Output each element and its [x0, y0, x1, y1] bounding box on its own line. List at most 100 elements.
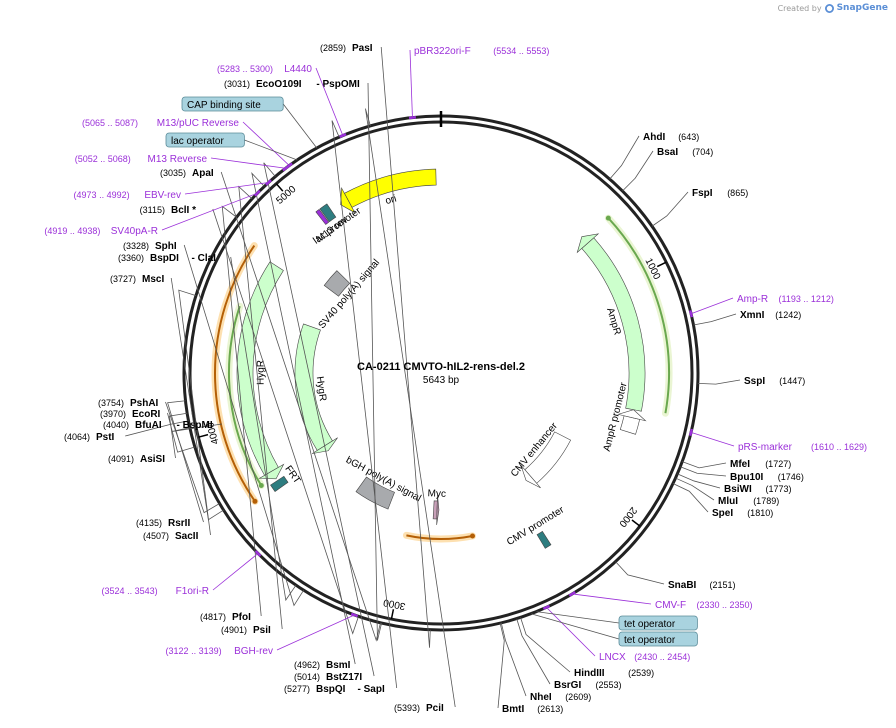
enzyme-sacii: SacII: [175, 531, 199, 542]
leader-line: [263, 162, 375, 677]
boxed-label-lac-operator: lac operator: [171, 136, 224, 147]
enzyme-spei: SpeI: [712, 508, 733, 519]
enzyme-pos-fspi: (865): [727, 188, 748, 198]
primer-leader: [276, 614, 355, 651]
primer-prs-marker: pRS-marker: [738, 442, 793, 453]
tick-label-5000: 5000: [274, 184, 298, 207]
primer-pbr322ori-f: pBR322ori-F: [414, 46, 471, 57]
enzyme-pos-sphi: (3328): [123, 241, 149, 251]
feature-frt: [270, 475, 289, 493]
enzyme-pos-bspqi: (5277): [284, 684, 310, 694]
primer-mark: [689, 428, 694, 436]
enzyme-pos-bfuai: (4040): [103, 420, 129, 430]
box-leader: [282, 103, 318, 149]
primer-mark: [689, 310, 694, 318]
leader-line: [651, 191, 689, 227]
enzyme-extra-sapi: - SapI: [358, 684, 385, 695]
feature-sv40-poly-a-signal: [323, 270, 351, 297]
primer-range-bgh-rev: (3122 .. 3139): [166, 646, 222, 656]
enzyme-bspqi: BspQI: [316, 684, 346, 695]
scale-tick: [631, 519, 641, 527]
enzyme-pos-sacii: (4507): [143, 531, 169, 541]
feature-cmv-enhancer-head: [520, 464, 541, 489]
primer-range-prs-marker: (1610 .. 1629): [811, 442, 867, 452]
leader-line: [516, 618, 551, 685]
enzyme-ecoo109i: EcoO109I: [256, 79, 302, 90]
primer-bgh-rev: BGH-rev: [234, 646, 273, 657]
primer-ebv-rev: EBV-rev: [144, 190, 181, 201]
scale-tick: [275, 183, 284, 192]
enzyme-extra-pspomi: - PspOMI: [316, 79, 360, 90]
primer-range-amp-r: (1193 .. 1212): [779, 294, 834, 304]
leader-line: [170, 277, 224, 521]
primer-range-cmv-f: (2330 .. 2350): [697, 600, 753, 610]
enzyme-pcii: PciI: [426, 703, 444, 714]
primer-leader: [409, 49, 413, 118]
feature-ampr: [581, 237, 646, 412]
primer-m13-puc-reverse: M13/pUC Reverse: [157, 118, 240, 129]
enzyme-rsrii: RsrII: [168, 518, 190, 529]
enzyme-pos-bspdi: (3360): [118, 253, 144, 263]
enzyme-pos-ecori: (3970): [100, 409, 126, 419]
orf-arc: [406, 534, 473, 540]
primer-amp-r: Amp-R: [737, 294, 768, 305]
enzyme-pos-bsrgi: (2553): [596, 680, 622, 690]
leader-line: [178, 289, 211, 536]
leader-line: [615, 561, 665, 585]
feature-ori-head: [340, 186, 356, 214]
leader-line: [675, 477, 715, 501]
enzyme-bcli: BclI *: [171, 205, 196, 216]
enzyme-pos-snabi: (2151): [710, 580, 736, 590]
enzyme-pos-sspi: (1447): [779, 376, 805, 386]
leader-line: [167, 412, 195, 453]
enzyme-nhei: NheI: [530, 692, 552, 703]
leader-line: [183, 244, 304, 607]
primer-leader: [546, 607, 596, 657]
box-leader: [244, 139, 298, 161]
feature-hygr: [236, 261, 284, 476]
enzyme-bmti: BmtI: [502, 704, 524, 715]
enzyme-pos-bmti: (2613): [537, 704, 563, 714]
enzyme-pos-pshai: (3754): [98, 398, 124, 408]
enzyme-bsiwi: BsiWI: [724, 484, 752, 495]
leader-line: [682, 461, 727, 469]
primer-leader: [184, 182, 269, 195]
enzyme-asisi: AsiSI: [140, 454, 165, 465]
enzyme-bsmi: BsmI: [326, 660, 351, 671]
leader-line: [220, 171, 381, 642]
leader-line: [520, 617, 571, 673]
leader-line: [693, 313, 737, 326]
primer-leader: [210, 157, 286, 169]
leader-line: [380, 46, 431, 648]
leader-line: [500, 622, 527, 697]
leader-line: [697, 379, 741, 385]
enzyme-pos-hindiii: (2539): [628, 668, 654, 678]
primer-leader: [212, 553, 259, 591]
primer-mark: [339, 133, 347, 138]
primer-mark: [542, 604, 551, 610]
enzyme-pos-bpu10i: (1746): [778, 472, 804, 482]
enzyme-msci: MscI: [142, 274, 164, 285]
boxed-label-tet-operator: tet operator: [624, 635, 676, 646]
enzyme-mlui: MluI: [718, 496, 738, 507]
feature-ampr-head: [576, 233, 600, 254]
scale-tick: [656, 261, 667, 268]
leader-line: [677, 473, 721, 489]
primer-range-l4440: (5283 .. 5300): [217, 64, 273, 74]
feature-label-hygr: HygR: [314, 376, 328, 402]
feature-label-hygr: HygR: [256, 360, 267, 385]
primer-leader: [161, 192, 258, 231]
enzyme-sphi: SphI: [155, 241, 177, 252]
primer-cmv-f: CMV-F: [655, 600, 686, 611]
orf-arrowhead: [258, 482, 264, 488]
plasmid-length: 5643 bp: [423, 375, 460, 386]
leader-line: [168, 412, 188, 459]
primer-mark: [254, 550, 262, 557]
primer-range-f1ori-r: (3524 .. 3543): [102, 586, 158, 596]
boxed-label-tet-operator: tet operator: [624, 619, 676, 630]
feature-label-ori: ori: [384, 193, 398, 207]
enzyme-pos-rsrii: (4135): [136, 518, 162, 528]
orf-arc: [607, 217, 670, 414]
tick-label-2000: 2000: [616, 504, 639, 529]
primer-mark: [265, 179, 272, 186]
